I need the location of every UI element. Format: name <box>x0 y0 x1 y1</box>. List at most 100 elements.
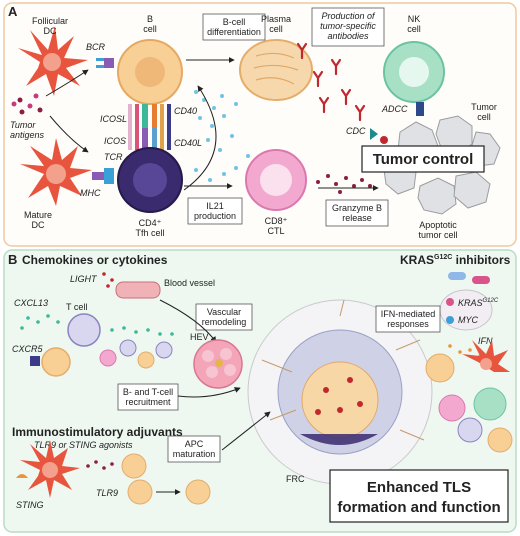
arrow-tfh-to-b <box>183 85 217 191</box>
follicular-dc-icon <box>18 26 88 96</box>
follicular-dc-label-1: Follicular <box>32 16 68 26</box>
enhanced-label-2: formation and function <box>337 499 500 516</box>
kras-inhibitor-pills <box>448 272 490 284</box>
tfh-label-1: CD4⁺ <box>139 218 162 228</box>
icosl-label: ICOSL <box>100 114 127 124</box>
arrow-recruit-to-tls <box>177 387 241 398</box>
vascular-box <box>195 303 253 331</box>
tumor-control-box <box>361 145 485 173</box>
b-diff-label-1: B-cell <box>223 17 246 27</box>
kras-gene-label: KRASG12C <box>458 298 499 308</box>
panel-b-letter: B <box>8 252 17 267</box>
b-cell-label-2: cell <box>143 24 157 34</box>
cd40-label: CD40 <box>174 106 197 116</box>
kras-heading: KRASG12C inhibitors <box>400 253 511 267</box>
apc-box <box>167 435 221 463</box>
bcr-label: BCR <box>86 42 106 52</box>
apc-label-2: maturation <box>173 449 216 459</box>
cd40l-label: CD40L <box>174 138 202 148</box>
production-box <box>311 7 385 47</box>
tfh-nucleus <box>133 163 167 197</box>
plasma-label-1: Plasma <box>261 14 291 24</box>
apc-label-1: APC <box>185 439 204 449</box>
adcc-label: ADCC <box>381 104 408 114</box>
panel-a-letter: A <box>8 4 18 19</box>
myc-node-icon <box>446 316 454 324</box>
tumor-cell-label-1: Tumor <box>471 102 497 112</box>
nk-label-2: cell <box>407 24 421 34</box>
arrow-antigen-to-bcr <box>45 69 89 97</box>
tumor-antigens-label-1: Tumor <box>10 120 36 130</box>
production-label-1: Production of <box>321 11 376 21</box>
cdc-label: CDC <box>346 126 366 136</box>
cxcl13-dots <box>20 314 60 330</box>
apoptotic-label-1: Apoptotic <box>419 220 457 230</box>
apoptotic-label-2: tumor cell <box>418 230 457 240</box>
il21-dots <box>194 90 254 182</box>
recruitment-box <box>117 383 179 411</box>
enhanced-label-1: Enhanced TLS <box>367 479 471 496</box>
mature-dc-label-2: DC <box>32 220 45 230</box>
arrow-apc-to-tls <box>221 411 271 451</box>
recruitment-label-2: recruitment <box>125 397 171 407</box>
bcr-receptor-icon <box>96 58 114 68</box>
tcr-mhc-icon <box>92 168 114 184</box>
t-cell-icon <box>67 313 101 347</box>
nk-label-1: NK <box>408 14 421 24</box>
tumor-antigens-label-2: antigens <box>10 130 45 140</box>
cd8-nucleus <box>260 164 292 196</box>
tls-structure <box>247 299 433 485</box>
tcell-label: T cell <box>66 302 87 312</box>
chemokine-trail-dots <box>110 326 174 336</box>
migrating-cells <box>99 339 173 369</box>
ifn-box <box>375 305 441 333</box>
nk-nucleus <box>399 57 429 87</box>
adjuvant-dc-icon <box>16 440 80 498</box>
b-diff-box <box>202 13 266 41</box>
frc-label: FRC <box>286 474 305 484</box>
arrow-vessel-to-hev <box>159 299 217 343</box>
cdc-complement-icon <box>370 128 388 144</box>
light-label: LIGHT <box>70 274 98 284</box>
immuno-heading: Immunostimulatory adjuvants <box>12 425 183 439</box>
cxcl13-label: CXCL13 <box>14 298 48 308</box>
ifn-resp-label-1: IFN-mediated <box>381 309 436 319</box>
b-diff-label-2: differentiation <box>207 27 261 37</box>
apc-cell-icon-1 <box>121 453 147 479</box>
tfh-label-2: Tfh cell <box>135 228 164 238</box>
blood-vessel-icon <box>115 281 161 299</box>
b-cell-small-icon <box>41 347 71 377</box>
plasma-label-2: cell <box>269 24 283 34</box>
kras-node-icon <box>446 298 454 306</box>
hev-label: HEV <box>190 332 209 342</box>
costim-receptors-icon <box>128 104 171 150</box>
antibody-icons <box>296 42 366 122</box>
tumor-antigen-dots <box>11 93 43 115</box>
apc-cell-icon-2 <box>127 479 153 505</box>
arrow-antigen-to-dc <box>49 115 89 153</box>
vascular-label-2: remodeling <box>202 317 247 327</box>
production-label-3: antibodies <box>327 31 369 41</box>
mature-dc-label-1: Mature <box>24 210 52 220</box>
cxcr5-receptor-icon <box>30 356 40 366</box>
icos-label: ICOS <box>104 136 126 146</box>
chemokines-heading: Chemokines or cytokines <box>22 253 168 267</box>
tumor-control-label: Tumor control <box>373 151 474 168</box>
il21-box <box>187 197 243 225</box>
sting-label: STING <box>16 500 44 510</box>
hev-icon <box>193 339 243 389</box>
myc-label: MYC <box>458 315 479 325</box>
granzyme-dots <box>316 174 372 194</box>
ifn-resp-label-2: responses <box>387 319 429 329</box>
tlr9-sting-label: TLR9 or STING agonists <box>34 440 133 450</box>
cd8-label-2: CTL <box>267 226 284 236</box>
mhc-label: MHC <box>80 188 101 198</box>
tumor-cell-label-2: cell <box>477 112 491 122</box>
light-dots <box>102 272 114 288</box>
vascular-label-1: Vascular <box>207 307 241 317</box>
plasma-er-lines <box>253 52 299 85</box>
apc-cell-icon-3 <box>185 479 211 505</box>
recruitment-label-1: B- and T-cell <box>123 387 173 397</box>
